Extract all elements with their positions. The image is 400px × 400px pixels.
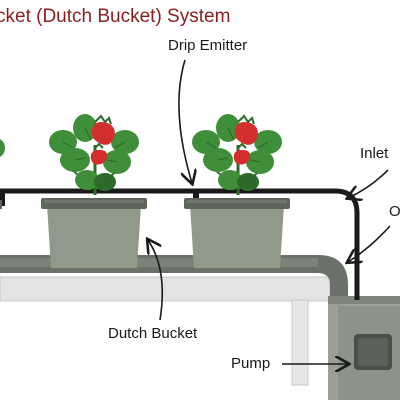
- dutch-bucket-left: [0, 200, 2, 209]
- diagram-title: cket (Dutch Bucket) System: [0, 6, 230, 27]
- arrow-icon: [348, 169, 389, 198]
- reservoir: [328, 296, 400, 400]
- pump-icon: [354, 334, 392, 370]
- strawberry-plant-icon: [192, 114, 282, 195]
- dutch-bucket-label: Dutch Bucket: [108, 325, 198, 342]
- strawberry-plant-icon: [49, 114, 139, 195]
- dutch-bucket-1: [41, 198, 147, 268]
- arrow-icon: [348, 225, 391, 262]
- arrow-icon: [148, 240, 164, 321]
- strawberry-plant-icon: [0, 139, 5, 157]
- outlet-label: O: [389, 203, 400, 220]
- pump-label: Pump: [231, 355, 270, 372]
- dutch-bucket-2: [184, 198, 290, 268]
- arrow-icon: [178, 59, 192, 183]
- inlet-label: Inlet: [360, 145, 389, 162]
- drip-emitter-label: Drip Emitter: [168, 37, 247, 54]
